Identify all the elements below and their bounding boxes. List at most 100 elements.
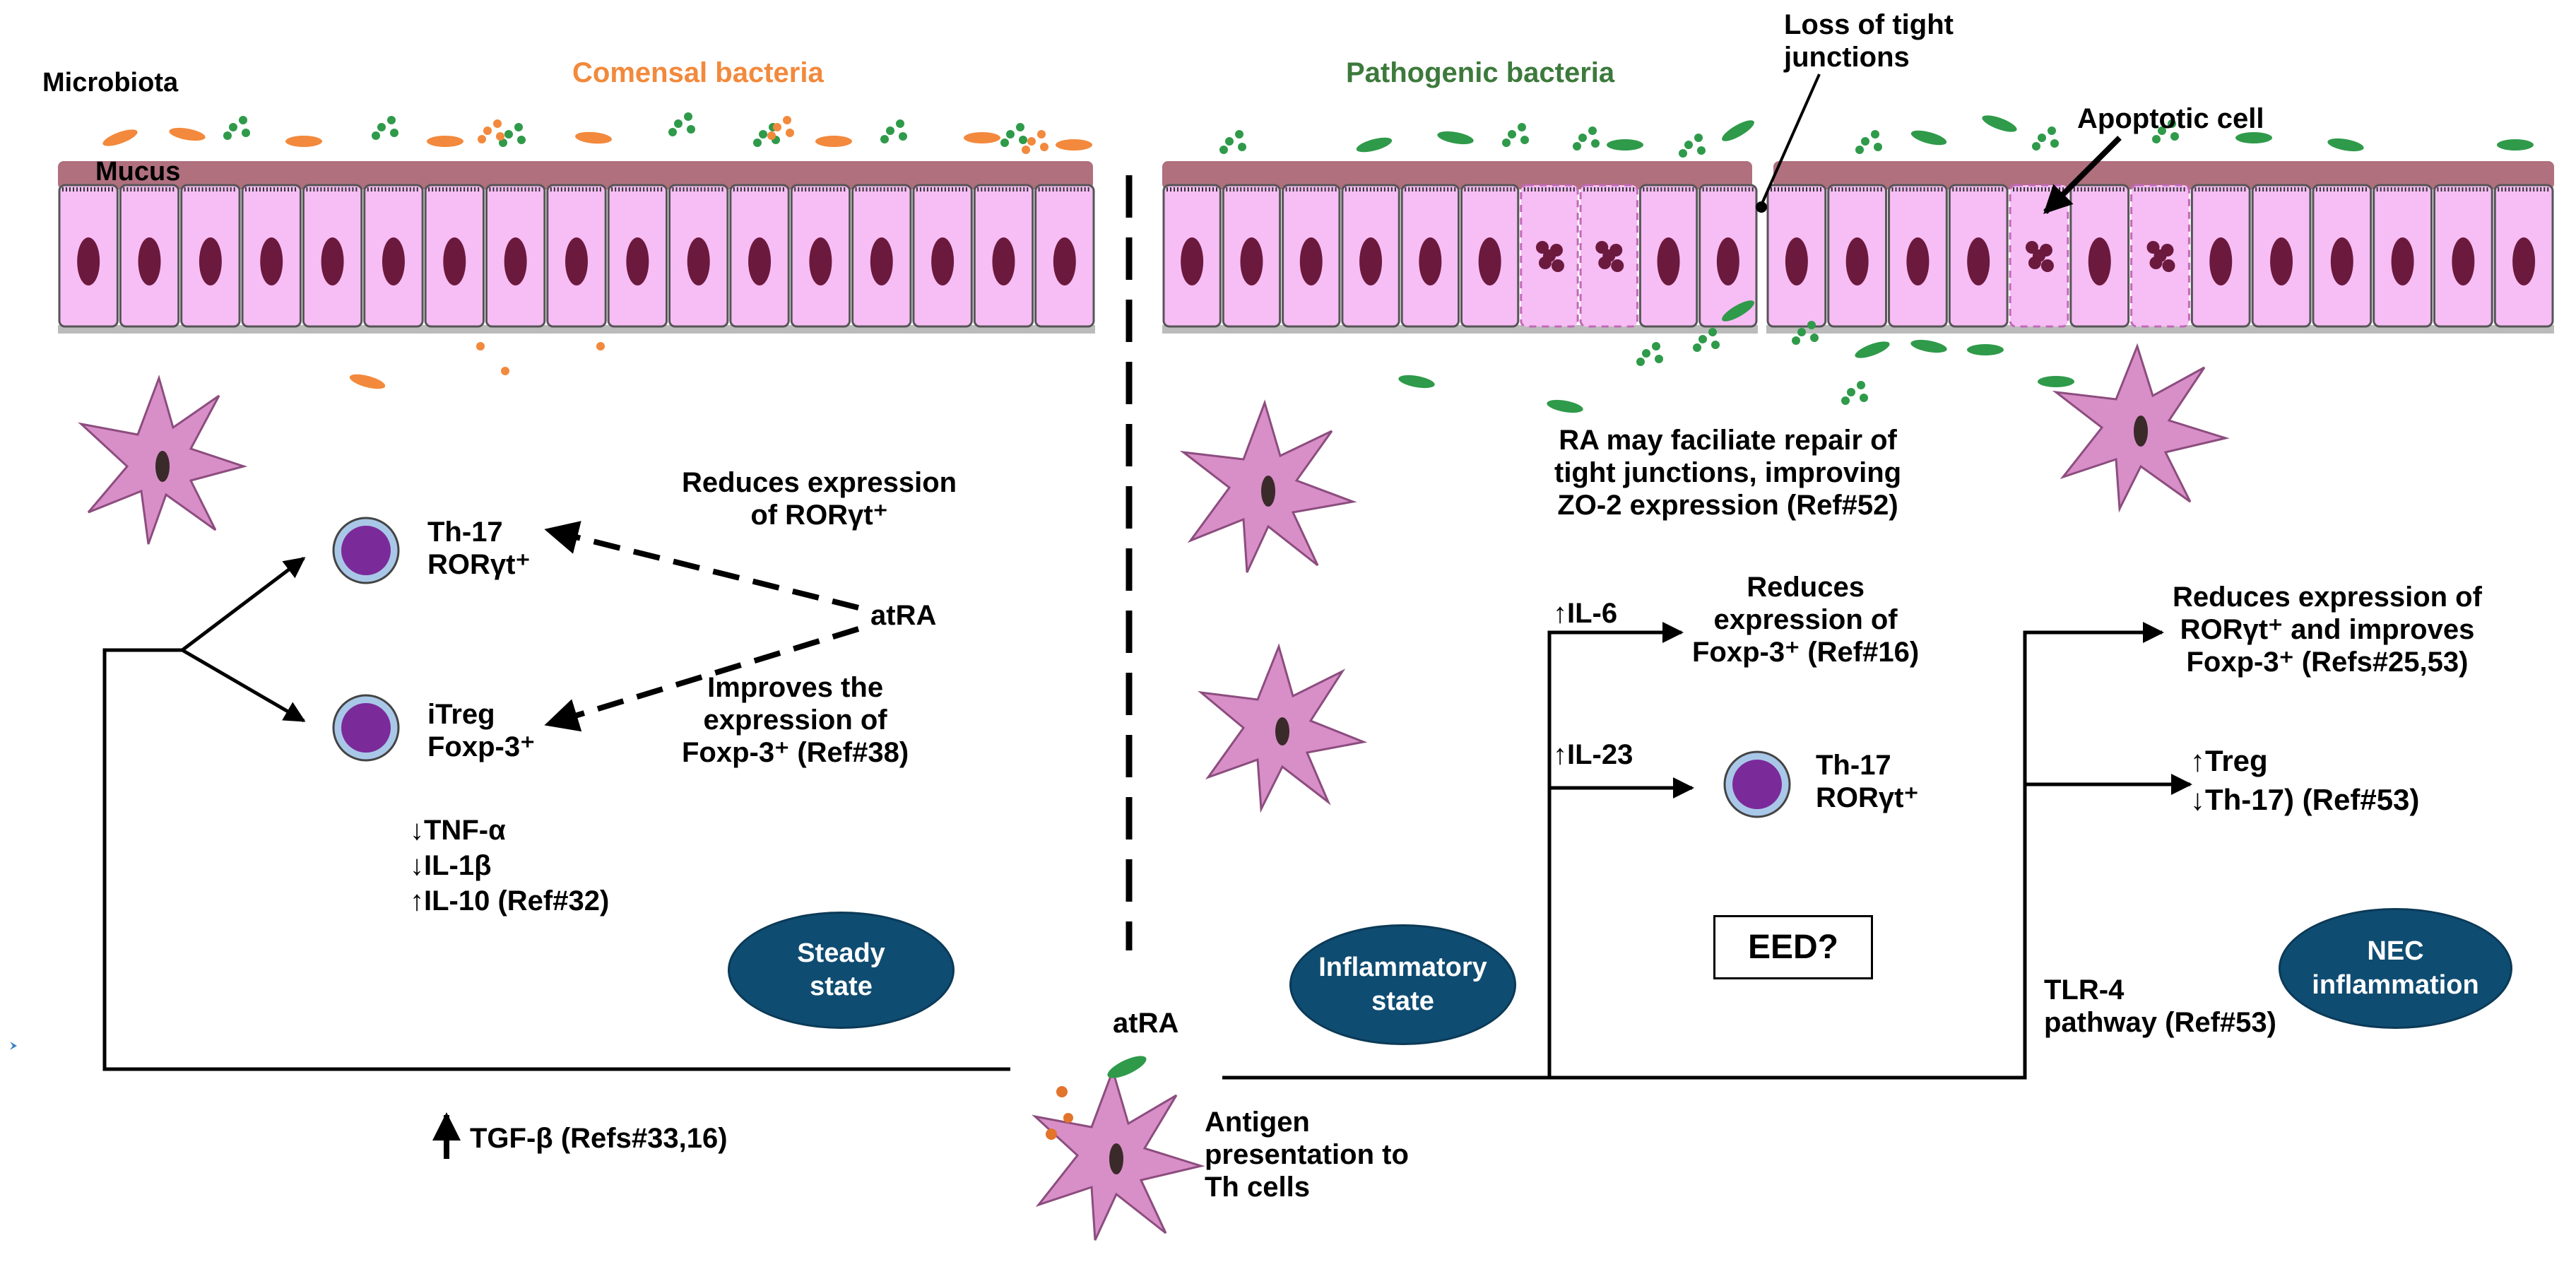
nucleus-fragment [1611, 259, 1624, 272]
bacterium-rod [1107, 1056, 1147, 1078]
bacterium-rod [1547, 399, 1583, 413]
bacterium-rod [1855, 341, 1890, 358]
atra-label-center: atRA [1113, 1008, 1179, 1039]
epithelium-left [58, 184, 1095, 334]
nucleus-fragment [2025, 241, 2038, 254]
bacterium-dot [390, 129, 398, 137]
bacterium-dot [1235, 130, 1243, 139]
treg-th17-label: ↑Treg ↓Th-17) (Ref#53) [2190, 744, 2420, 816]
nucleus [1906, 237, 1930, 285]
nucleus [321, 237, 344, 285]
bacterium-dot [242, 129, 250, 137]
bacterium-dot [476, 342, 485, 350]
antigen-presentation-label: Antigen presentation to Th cells [1205, 1107, 1409, 1203]
bacterium-rod [1967, 344, 2004, 355]
nucleus [2270, 237, 2293, 285]
small-blue-mark [10, 1042, 17, 1050]
bacterium-dot [1000, 139, 1009, 147]
inflammatory-state-oval: Inflammatory state [1289, 924, 1516, 1045]
nucleus [2330, 237, 2353, 285]
nucleus [2452, 237, 2475, 285]
bacterium-rod [1982, 115, 2017, 132]
bacterium-dot [1016, 123, 1024, 131]
bacterium-dot [1652, 342, 1660, 350]
nucleus [2512, 237, 2536, 285]
arrow-to-th17 [181, 557, 306, 652]
bacterium-dot [501, 367, 509, 375]
apoptotic-cell-label: Apoptotic cell [2077, 103, 2264, 134]
bacterium-dot [783, 116, 791, 124]
bacterium-dot [2170, 132, 2179, 141]
bacterium-dot [1006, 130, 1015, 139]
bacterium-rod [1910, 339, 1947, 353]
bacterium-rod [102, 129, 138, 146]
cytokines-label: ↓TNF-α ↓IL-1β ↑IL-10 (Ref#32) [410, 815, 610, 917]
bacterium-rod [169, 127, 206, 141]
bacterium-dot [514, 123, 523, 131]
bacterium-rod [427, 136, 463, 147]
left-bracket-line [102, 648, 1010, 1071]
nucleus [260, 237, 283, 285]
bacterium-dot [1697, 146, 1706, 155]
nucleus [1967, 237, 1990, 285]
bacterium-dot [517, 136, 526, 144]
dendritic-cell-right-3 [2052, 343, 2230, 513]
nucleus [1053, 237, 1076, 285]
bacterium-dot [239, 116, 247, 124]
bacterium-rod [2327, 138, 2364, 152]
bacterium-dot [2032, 142, 2040, 151]
nucleus [504, 237, 527, 285]
nucleus-fragment [2162, 259, 2175, 272]
nucleus [77, 237, 100, 285]
bacterium-dot [1711, 341, 1720, 349]
bacterium-dot [1225, 137, 1234, 146]
bacterium-dot [1694, 134, 1703, 142]
bacterium-rod [575, 131, 612, 144]
bacterium-rod [349, 374, 386, 389]
th17-label-right: Th-17 RORγt⁺ [1816, 750, 1919, 813]
bacterium-dot [1518, 123, 1526, 131]
bacterium-rod [1607, 139, 1643, 151]
bacterium-dot [1578, 134, 1587, 142]
bacterium-dot [687, 125, 695, 134]
bacterium-dot [899, 132, 907, 141]
nucleus [2088, 237, 2111, 285]
nucleus-fragment [2040, 259, 2054, 272]
nucleus [1845, 237, 1869, 285]
bacterium-dot [2050, 139, 2059, 148]
itreg-cell-left [332, 694, 400, 762]
nucleus-fragment [2146, 241, 2160, 254]
nucleus [199, 237, 222, 285]
bacterium-dot [1063, 1113, 1073, 1123]
bacterium-dot [1520, 136, 1529, 144]
bacterium-rod [2235, 132, 2272, 143]
bacterium-dot [596, 342, 605, 350]
steady-state-oval: Steady state [728, 912, 955, 1029]
improves-foxp3-label: Improves the expression of Foxp-3⁺ (Ref#… [682, 672, 909, 768]
bacterium-dot [1022, 146, 1030, 154]
bacterium-dot [1588, 126, 1597, 135]
nec-reduce-label: Reduces expression of RORγt⁺ and improve… [2173, 582, 2482, 678]
bacterium-dot [684, 112, 692, 121]
atra-label-left: atRA [870, 600, 937, 631]
bacteria-group [102, 112, 2534, 413]
nucleus [1419, 237, 1442, 285]
bacterium-dot [1807, 321, 1816, 329]
loss-tight-junctions-label: Loss of tight junctions [1784, 9, 1954, 73]
nucleus [2209, 237, 2233, 285]
bacterium-rod [2038, 376, 2074, 387]
bacterium-dot [2158, 126, 2166, 135]
il-branch-line [1547, 622, 1684, 1078]
bacterium-dot [2038, 134, 2046, 142]
bacterium-dot [1642, 349, 1650, 358]
bacterium-dot [504, 130, 513, 139]
bacterium-dot [1502, 139, 1511, 147]
pointer-apoptotic-cell [2043, 136, 2122, 214]
dendritic-cell-right-2 [1198, 643, 1368, 813]
bacterium-dot [1636, 358, 1645, 366]
nucleus [138, 237, 161, 285]
bacterium-dot [674, 119, 683, 128]
tgf-beta-label: TGF-β (Refs#33,16) [470, 1123, 728, 1154]
bacterium-rod [815, 136, 852, 147]
